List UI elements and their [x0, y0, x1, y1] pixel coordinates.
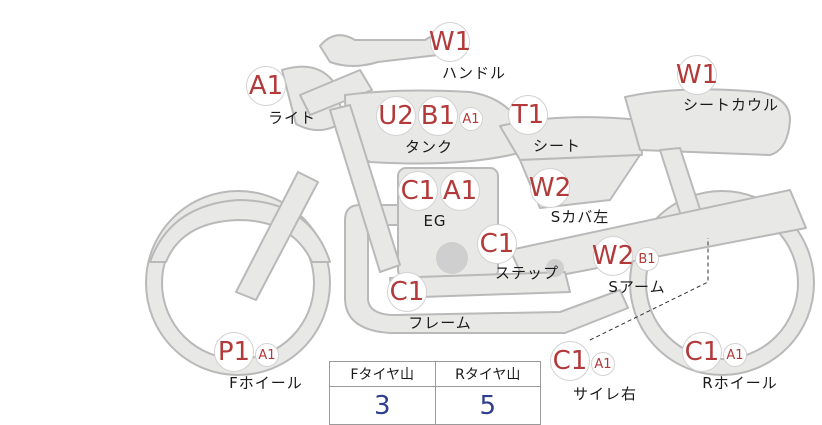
- tank-badge-1: U2: [376, 96, 416, 136]
- side-cover-left-label: Sカバ左: [550, 208, 610, 226]
- rear-wheel-badge-2: A1: [723, 343, 747, 367]
- rear-wheel-label: Rホイール: [702, 374, 778, 392]
- front-fork-shape: [235, 171, 319, 301]
- light-badge-1: A1: [246, 66, 286, 106]
- front-wheel-badge-2: A1: [255, 343, 279, 367]
- step-label: ステップ: [494, 264, 560, 282]
- muffler-leader-line: [589, 238, 709, 341]
- tank-badge-3: A1: [459, 107, 483, 131]
- front-tread-header: Fタイヤ山: [329, 361, 436, 387]
- handle-label: ハンドル: [441, 64, 507, 82]
- seat-cowl-label: シートカウル: [682, 96, 780, 114]
- muffler-right-badge-2: A1: [591, 352, 615, 376]
- rear-tread-value: 5: [434, 386, 541, 425]
- engine-case-shape: [436, 242, 468, 274]
- rear-wheel-badge-1: C1: [682, 332, 722, 372]
- rear-tread-header: Rタイヤ山: [434, 361, 541, 387]
- downtube-shape: [329, 104, 401, 273]
- muffler-right-badge-1: C1: [550, 341, 590, 381]
- side-cover-left-badge-1: W2: [529, 168, 571, 208]
- step-peg-shape: [546, 259, 564, 277]
- front-wheel-label: Fホイール: [229, 374, 303, 392]
- handle-badge-1: W1: [429, 22, 471, 62]
- swing-arm-shape: [509, 189, 807, 283]
- step-badge-1: C1: [477, 224, 517, 264]
- engine-badge-1: C1: [398, 171, 438, 211]
- front-tread-value: 3: [329, 386, 436, 425]
- engine-label: EG: [423, 212, 447, 230]
- tank-badge-2: B1: [418, 96, 458, 136]
- swing-arm-label: Sアーム: [608, 278, 666, 296]
- frame-badge-1: C1: [387, 272, 427, 312]
- swing-arm-badge-1: W2: [592, 236, 634, 276]
- table-header-row: Fタイヤ山 Rタイヤ山: [329, 361, 541, 387]
- seat-cowl-badge-1: W1: [676, 55, 718, 95]
- engine-badge-2: A1: [440, 171, 480, 211]
- steering-stem-shape: [299, 69, 373, 116]
- tank-label: タンク: [404, 138, 454, 156]
- swing-arm-badge-2: B1: [635, 247, 659, 271]
- seat-label: シート: [532, 137, 582, 155]
- table-row: 3 5: [329, 386, 541, 425]
- tire-tread-table: Fタイヤ山 Rタイヤ山 3 5: [329, 361, 541, 425]
- frame-label: フレーム: [408, 314, 472, 332]
- seat-cowl-shape: [624, 88, 791, 156]
- muffler-right-label: サイレ右: [572, 385, 638, 403]
- seat-badge-1: T1: [508, 95, 548, 135]
- light-label: ライト: [267, 109, 317, 127]
- front-wheel-badge-1: P1: [214, 332, 254, 372]
